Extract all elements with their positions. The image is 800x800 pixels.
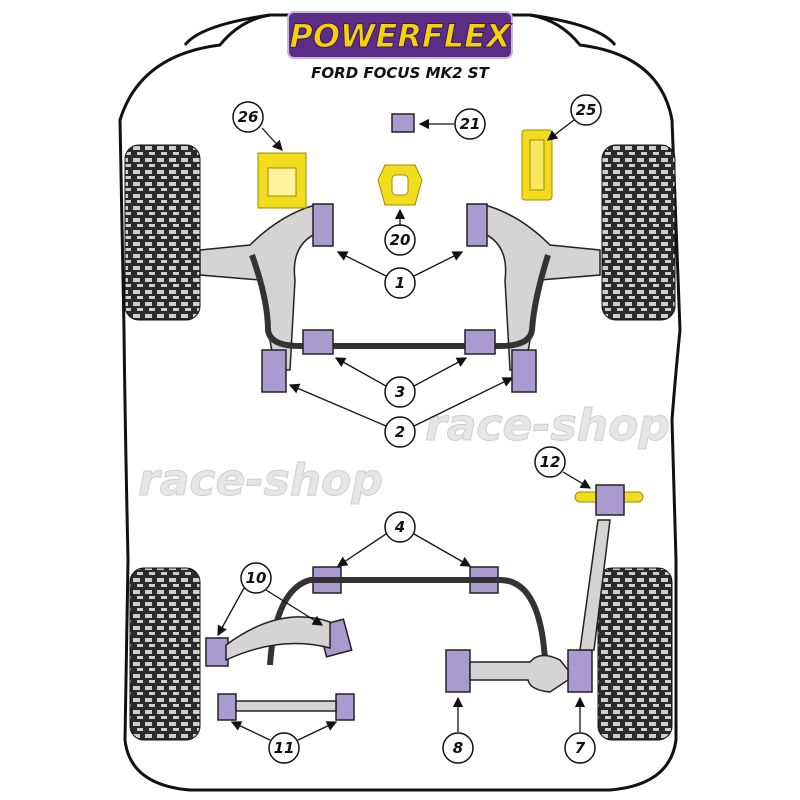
svg-text:3: 3 (395, 383, 405, 401)
part-21-bush (391, 113, 415, 133)
callout-11: 11 (268, 732, 300, 764)
svg-text:8: 8 (453, 739, 463, 757)
callout-2: 2 (384, 416, 416, 448)
callout-3: 3 (384, 376, 416, 408)
rear-lateral-link (235, 700, 337, 712)
part-12-bush (574, 484, 644, 516)
callout-labels: 26 21 25 20 1 3 2 12 4 10 11 8 7 (232, 94, 602, 764)
rear-drop-link (579, 519, 611, 651)
callout-10: 10 (240, 562, 272, 594)
front-anti-roll-bar (249, 253, 551, 349)
svg-text:10: 10 (246, 569, 267, 587)
svg-text:12: 12 (540, 453, 561, 471)
front-right-wheel (601, 144, 676, 321)
watermark-text: race-shop (425, 400, 670, 451)
svg-text:21: 21 (460, 115, 481, 133)
svg-text:2: 2 (395, 423, 405, 441)
front-left-wheel (124, 144, 201, 321)
callout-arrows (217, 118, 592, 741)
callout-20: 20 (384, 224, 416, 256)
svg-text:26: 26 (238, 108, 259, 126)
callout-21: 21 (454, 108, 486, 140)
callout-25: 25 (570, 94, 602, 126)
callout-26: 26 (232, 101, 264, 133)
callout-12: 12 (534, 446, 566, 478)
car-outline-top (183, 13, 617, 46)
part-25-bush (521, 129, 553, 201)
rear-upper-arm (225, 616, 331, 662)
callout-1: 1 (384, 267, 416, 299)
svg-text:7: 7 (575, 739, 586, 757)
callout-7: 7 (564, 732, 596, 764)
svg-text:POWERFLEX: POWERFLEX (289, 17, 512, 55)
rear-lower-arm (469, 654, 569, 693)
svg-text:25: 25 (576, 101, 597, 119)
rear-right-wheel (597, 567, 673, 741)
svg-text:11: 11 (274, 739, 295, 757)
svg-text:20: 20 (390, 231, 411, 249)
part-26-bush (257, 152, 307, 209)
callout-8: 8 (442, 732, 474, 764)
rear-left-wheel (129, 567, 201, 741)
svg-text:1: 1 (395, 274, 405, 292)
svg-text:4: 4 (394, 518, 405, 536)
watermark-text: race-shop (138, 455, 383, 506)
powerflex-logo: POWERFLEX (287, 11, 513, 59)
callout-4: 4 (384, 511, 416, 543)
part-20-bush (377, 164, 423, 206)
vehicle-title: FORD FOCUS MK2 ST (311, 64, 490, 82)
